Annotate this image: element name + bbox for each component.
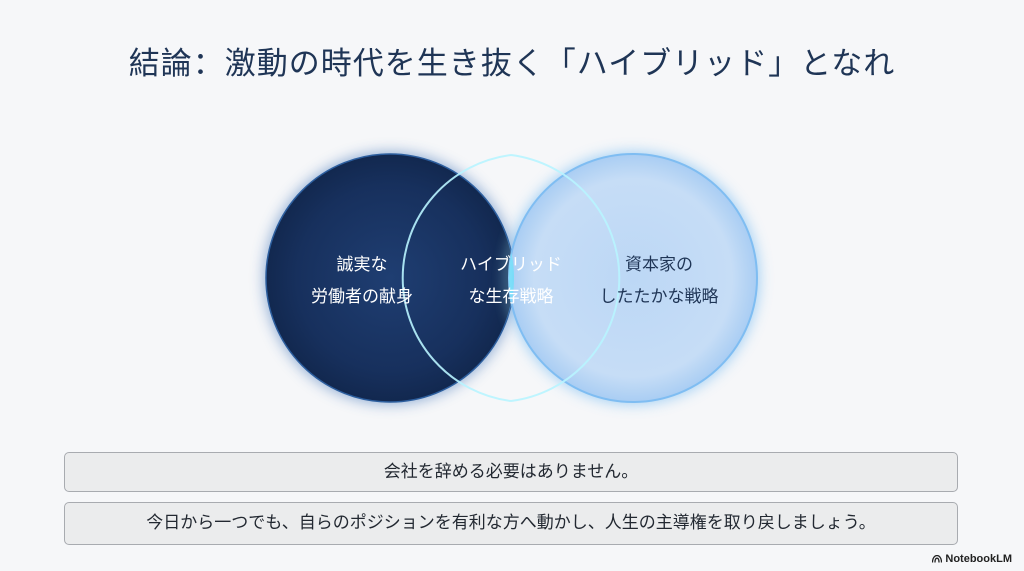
right-label-line2: したたかな戦略 bbox=[600, 287, 719, 307]
venn-left-circle bbox=[265, 153, 515, 403]
center-label-line2: な生存戦略 bbox=[469, 287, 554, 307]
notebooklm-logo-icon bbox=[932, 555, 943, 563]
callout-box-2: 今日から一つでも、自らのポジションを有利な方へ動かし、人生の主導権を取り戻しまし… bbox=[64, 502, 958, 545]
page-title: 結論：激動の時代を生き抜く「ハイブリッド」となれ bbox=[128, 46, 896, 82]
brand-watermark: NotebookLM bbox=[932, 553, 1012, 565]
left-label-line1: 誠実な bbox=[337, 255, 388, 275]
right-label-line1: 資本家の bbox=[625, 255, 693, 275]
callout-box-1: 会社を辞める必要はありません。 bbox=[64, 452, 958, 492]
brand-label: NotebookLM bbox=[945, 553, 1012, 565]
left-label-line2: 労働者の献身 bbox=[311, 287, 413, 307]
center-label-line1: ハイブリッド bbox=[460, 254, 562, 275]
venn-right-circle bbox=[508, 153, 758, 403]
